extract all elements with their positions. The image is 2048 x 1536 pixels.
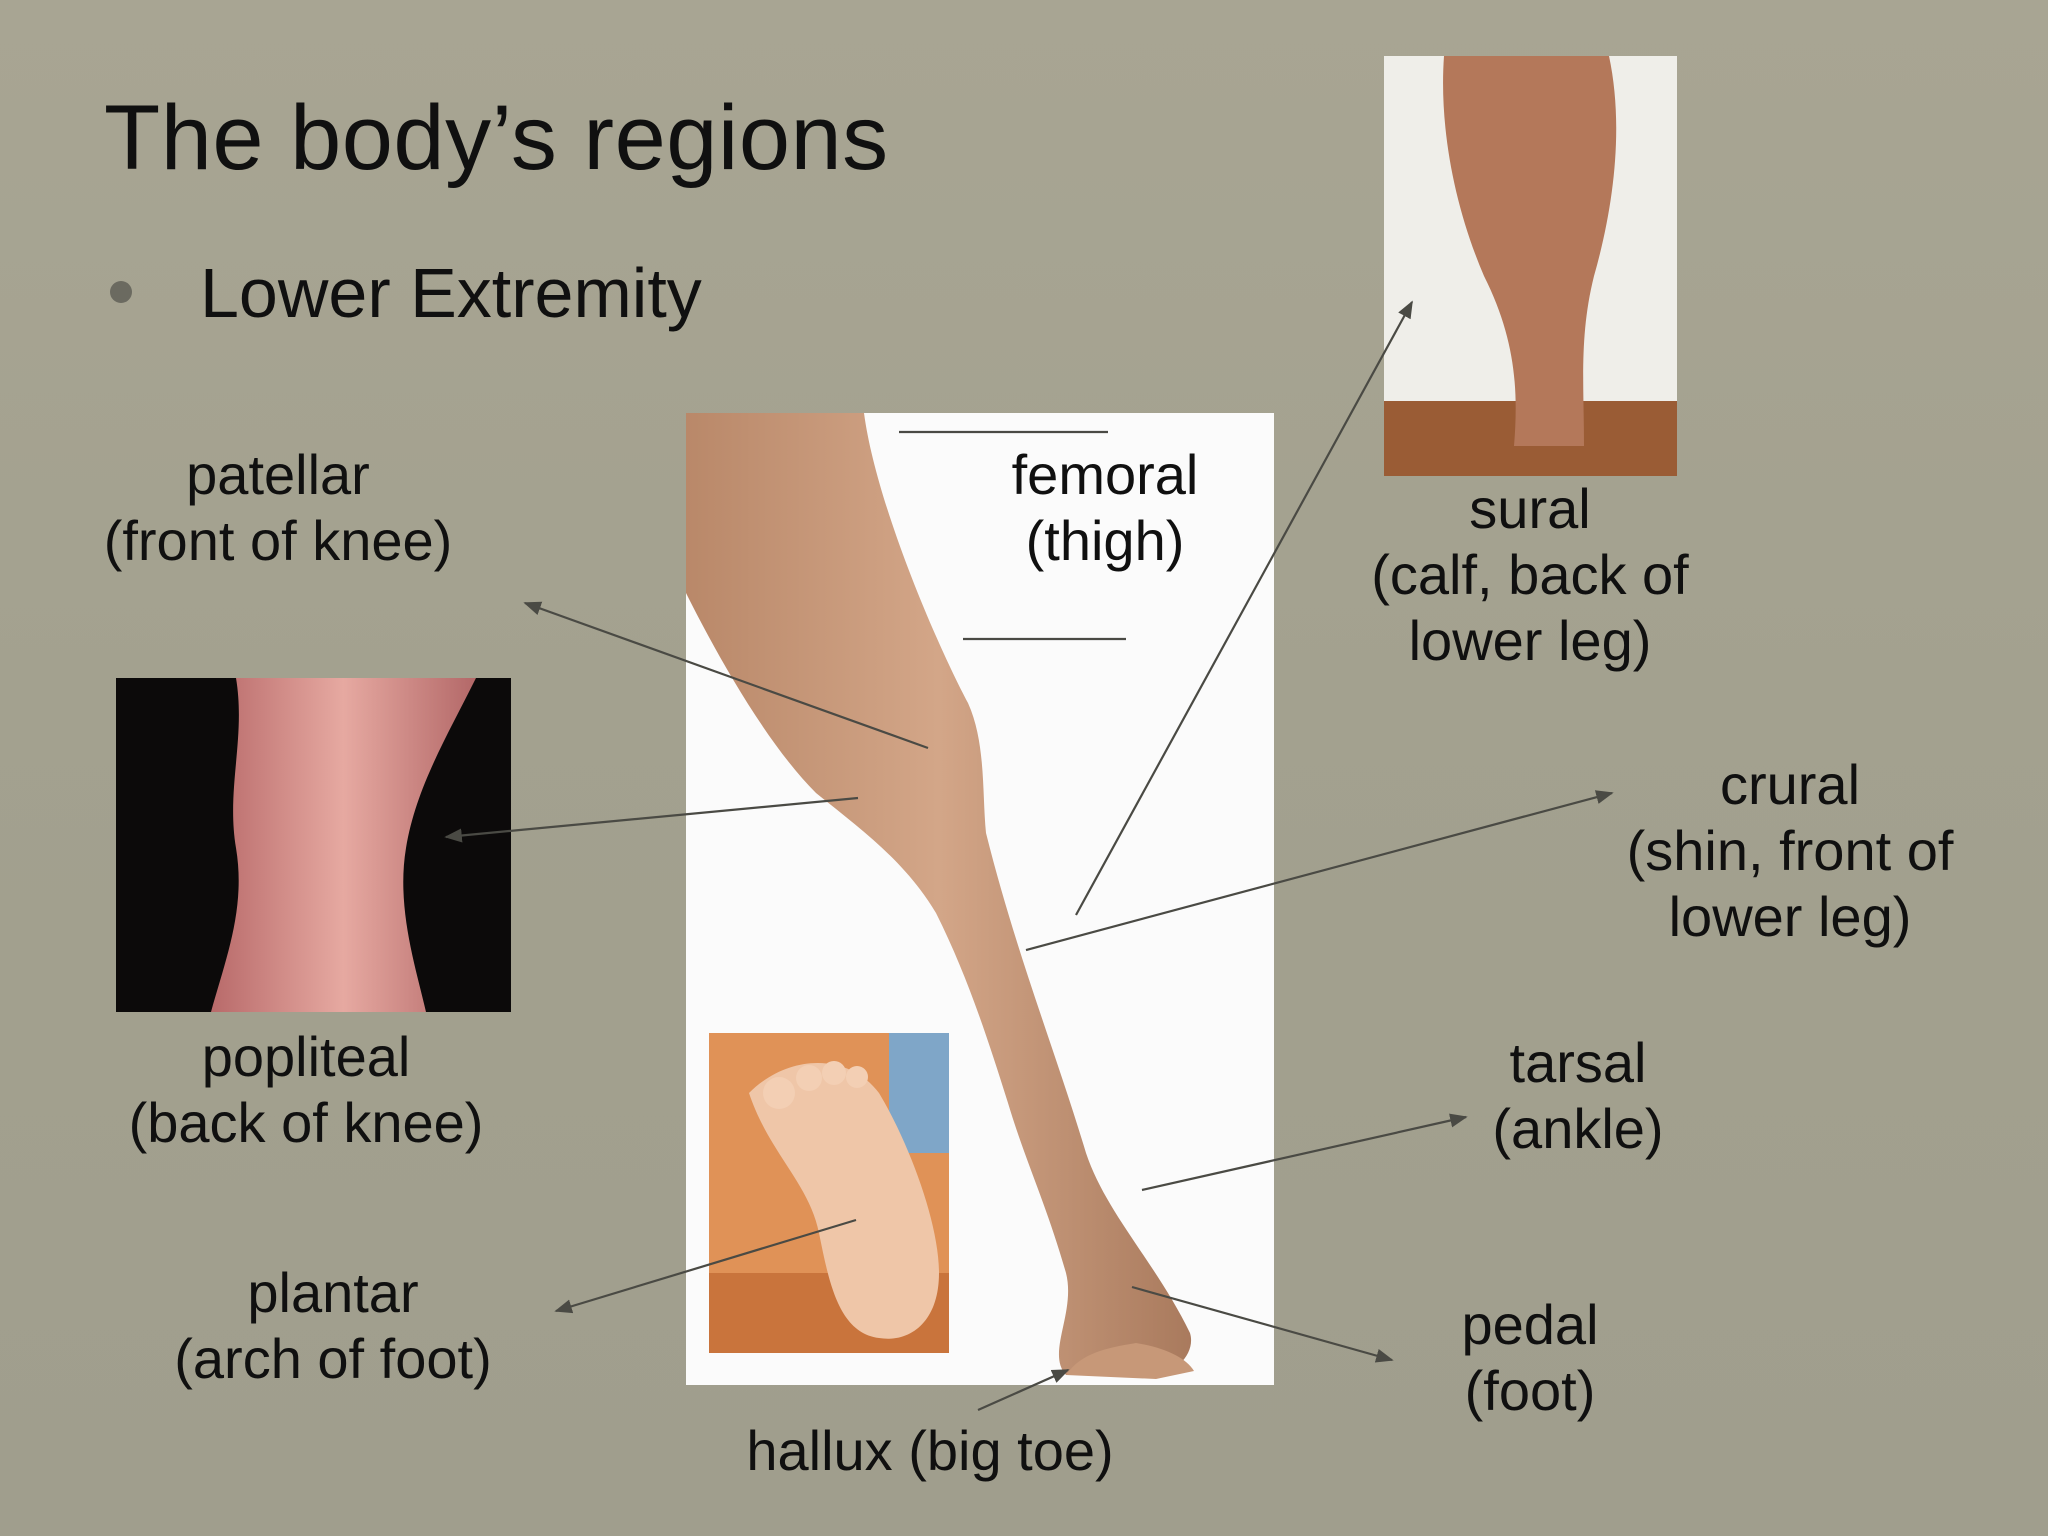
label-crural-name: crural [1719,753,1861,816]
back-of-knee-photo [116,678,511,1012]
label-crural-desc-2: lower leg) [1668,885,1912,948]
label-femoral-name: femoral [1011,443,1199,506]
label-hallux: hallux (big toe) [720,1418,1140,1484]
label-femoral-desc: (thigh) [1025,509,1185,572]
label-popliteal: popliteal (back of knee) [106,1024,506,1156]
label-femoral: femoral (thigh) [985,442,1225,574]
label-sural-desc-1: (calf, back of [1371,543,1689,606]
label-patellar-name: patellar [186,443,370,506]
label-patellar: patellar (front of knee) [80,442,476,574]
slide-title: The body’s regions [104,87,889,189]
label-crural-desc-1: (shin, front of [1626,819,1954,882]
label-tarsal: tarsal (ankle) [1466,1030,1690,1162]
label-sural-name: sural [1469,477,1591,540]
label-sural: sural (calf, back of lower leg) [1340,476,1720,674]
label-plantar-name: plantar [247,1261,419,1324]
calf-back-photo [1384,56,1677,476]
label-popliteal-name: popliteal [201,1025,411,1088]
label-plantar: plantar (arch of foot) [150,1260,516,1392]
label-pedal: pedal (foot) [1430,1292,1630,1424]
bullet-dot-icon [110,281,132,303]
label-tarsal-name: tarsal [1509,1031,1647,1094]
label-crural: crural (shin, front of lower leg) [1600,752,1980,950]
sole-of-foot-photo [709,1033,949,1353]
label-popliteal-desc: (back of knee) [128,1091,484,1154]
label-sural-desc-2: lower leg) [1408,609,1652,672]
label-tarsal-desc: (ankle) [1492,1097,1664,1160]
label-pedal-name: pedal [1461,1293,1599,1356]
slide-subtitle: Lower Extremity [200,254,702,332]
label-hallux-text: hallux (big toe) [746,1419,1114,1482]
label-pedal-desc: (foot) [1464,1359,1596,1422]
label-plantar-desc: (arch of foot) [174,1327,492,1390]
label-patellar-desc: (front of knee) [103,509,453,572]
